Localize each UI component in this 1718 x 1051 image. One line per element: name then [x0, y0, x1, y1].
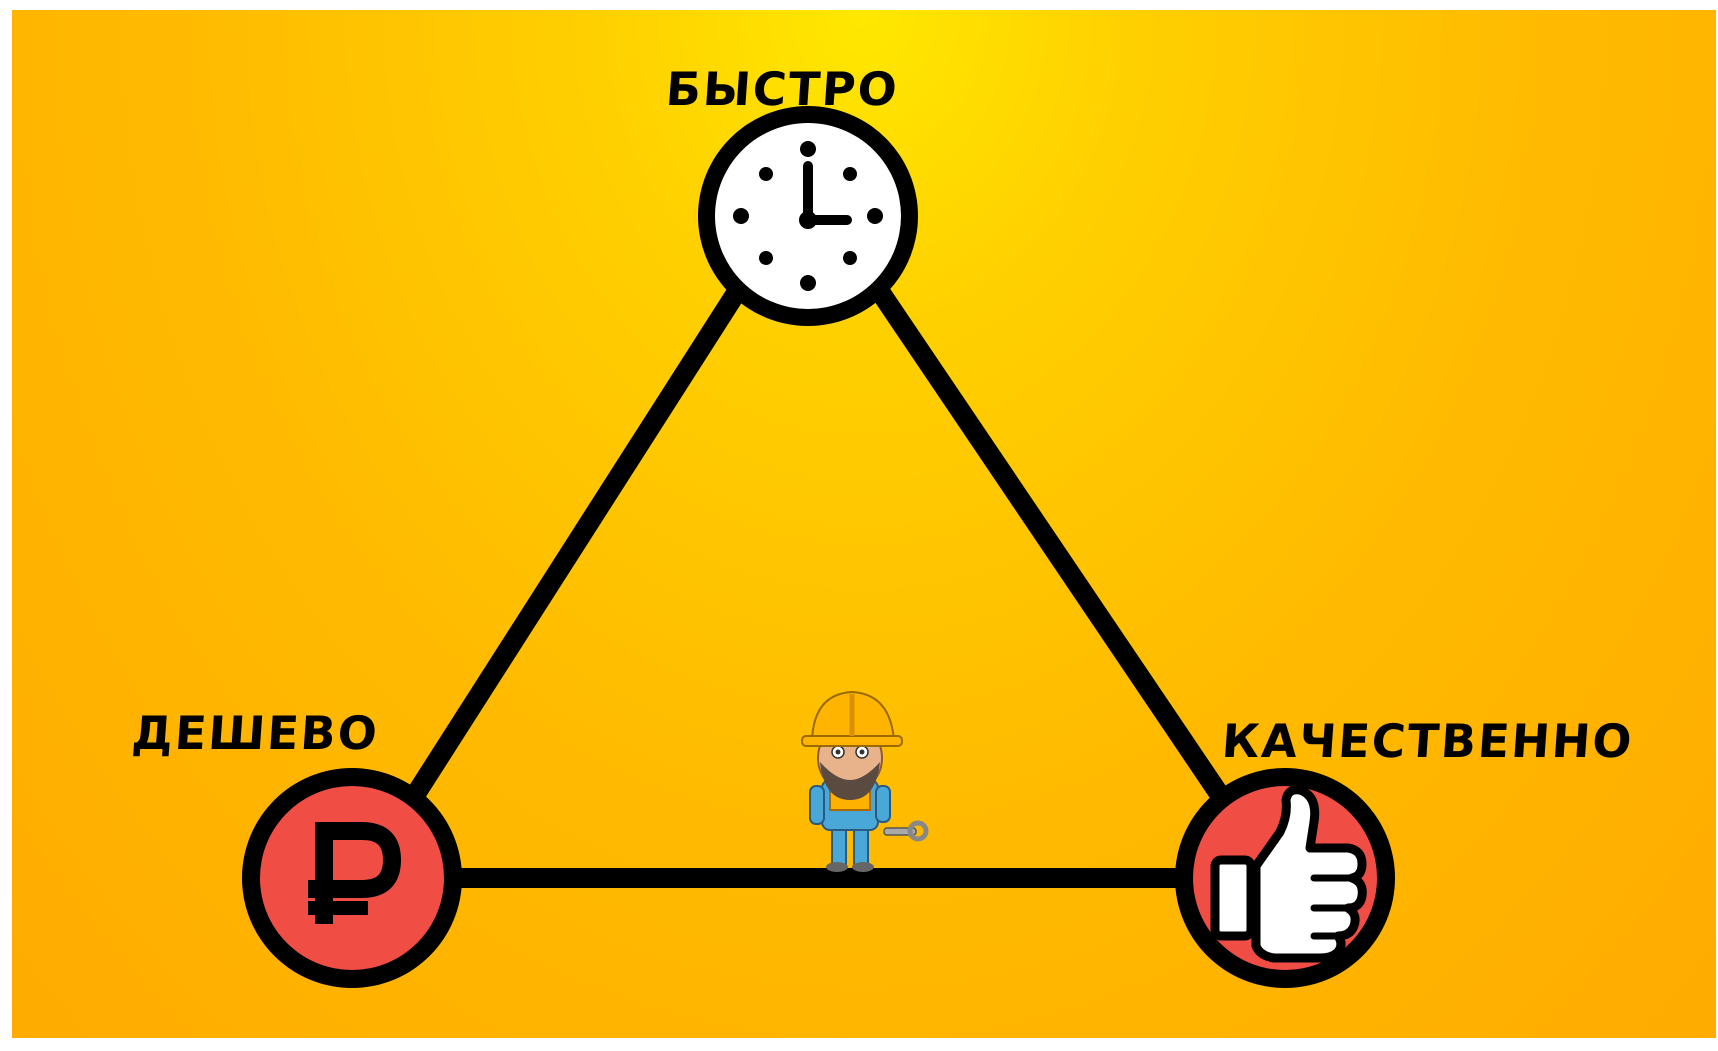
- label-quality: КАЧЕСТВЕННО: [1220, 714, 1636, 768]
- clock-icon: [698, 106, 918, 326]
- label-fast: БЫСТРО: [664, 62, 901, 116]
- edge-top-left: [370, 255, 764, 860]
- edge-top-right: [852, 255, 1267, 860]
- thumbs-up-icon: [1175, 768, 1395, 988]
- triangle-edges: [370, 255, 1267, 888]
- worker-mascot-icon: [801, 690, 929, 872]
- ruble-icon: [242, 768, 462, 988]
- diagram-canvas: БЫСТРО ДЕШЕВО КАЧЕСТВЕННО: [12, 10, 1716, 1038]
- label-cheap: ДЕШЕВО: [130, 706, 381, 760]
- triangle-diagram: [242, 106, 1395, 988]
